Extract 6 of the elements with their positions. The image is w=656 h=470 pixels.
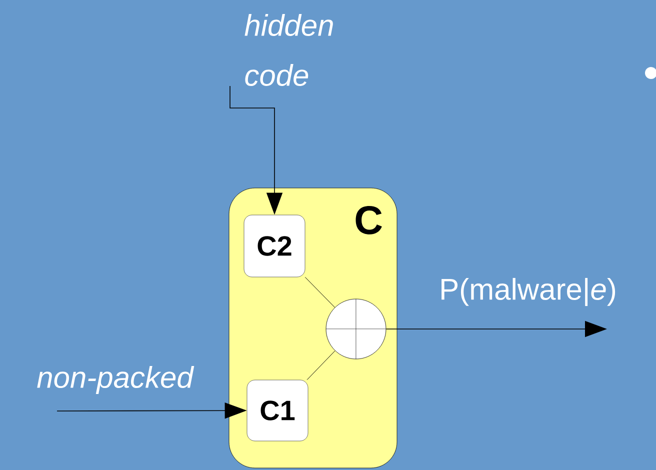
edge-label: non-packed — [37, 366, 194, 394]
module-box: C1 — [246, 380, 308, 442]
edge-label: hidden code — [244, 14, 333, 86]
module-box: C2 — [244, 214, 306, 278]
edge-label: P(malware|e) — [442, 278, 616, 306]
combiner-circle — [326, 298, 386, 360]
